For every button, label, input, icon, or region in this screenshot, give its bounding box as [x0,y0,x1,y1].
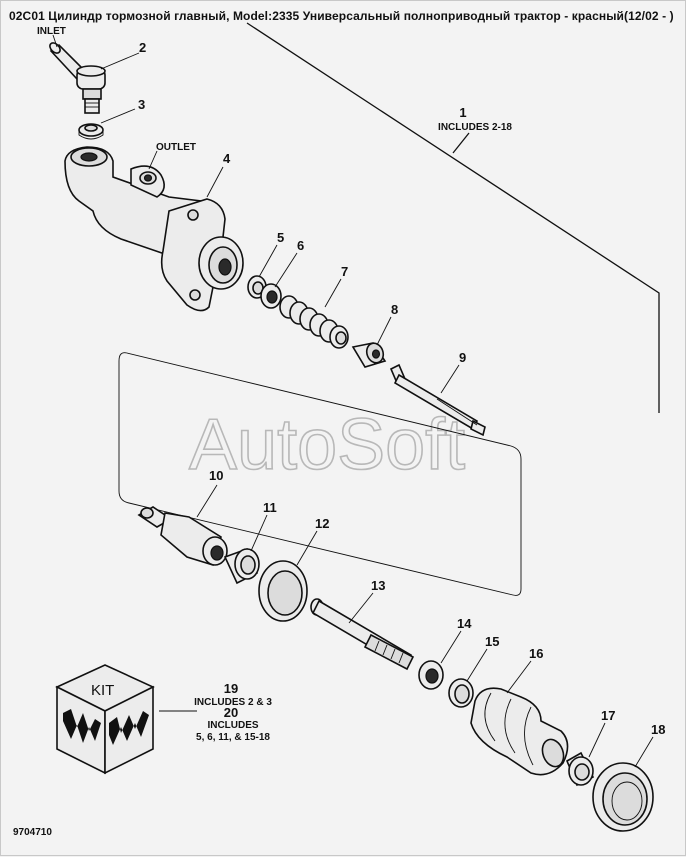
part-15-ring [448,678,474,708]
part-9-rod [389,363,486,437]
part-10-piston [137,506,228,567]
part-7-spring [279,295,349,349]
part-number-13: 13 [371,578,385,593]
figure-number: 9704710 [13,827,52,838]
part-3-washer [78,123,104,140]
part-number-9: 9 [459,350,466,365]
sub-assembly-outline [118,352,522,596]
part-19-note: INCLUDES 2 & 3 [194,697,272,708]
part-number-4: 4 [223,151,231,166]
outlet-label: OUTLET [156,142,196,153]
part-number-17: 17 [601,708,615,723]
inlet-label: INLET [37,26,66,37]
part-20-note-line-1: INCLUDES [207,720,258,731]
part-2-inlet-fitting [49,42,106,114]
part-1-note: INCLUDES 2-18 [438,122,512,133]
part-14-nut [418,660,444,690]
part-11-cup [223,547,260,585]
page-title: 02C01 Цилиндр тормозной главный, Model:2… [9,9,674,23]
part-number-8: 8 [391,302,398,317]
part-12-large-ring [258,560,308,622]
part-number-5: 5 [277,230,284,245]
part-20-note-line-2: 5, 6, 11, & 15-18 [196,732,270,743]
part-number-2: 2 [139,40,146,55]
part-number-12: 12 [315,516,329,531]
watermark-text: AutoSoft [189,405,465,485]
kit-cube: KIT [55,664,155,775]
logo-right-icon [109,711,149,745]
part-number-14: 14 [457,616,472,631]
logo-left-icon [63,709,101,743]
part-number-11: 11 [263,500,277,515]
part-number-16: 16 [529,646,543,661]
part-16-boot [470,687,569,776]
leader-lines [52,34,654,768]
kit-label: KIT [91,682,114,699]
part-number-10: 10 [209,468,223,483]
part-number-6: 6 [297,238,304,253]
part-number-20: 20 [224,705,238,720]
part-number-1: 1 [459,105,466,120]
part-13-push-rod [310,598,415,671]
part-17-bushing [565,751,595,787]
part-4-cylinder-body [64,146,244,312]
assembly-bracket-line [246,22,660,413]
part-number-18: 18 [651,722,665,737]
part-18-cap [592,762,654,832]
part-number-15: 15 [485,634,499,649]
leader-1 [452,132,470,154]
part-8-sleeve [351,342,387,368]
part-6-seal [260,283,282,309]
part-number-19: 19 [224,681,238,696]
part-number-3: 3 [138,97,145,112]
part-number-7: 7 [341,264,348,279]
